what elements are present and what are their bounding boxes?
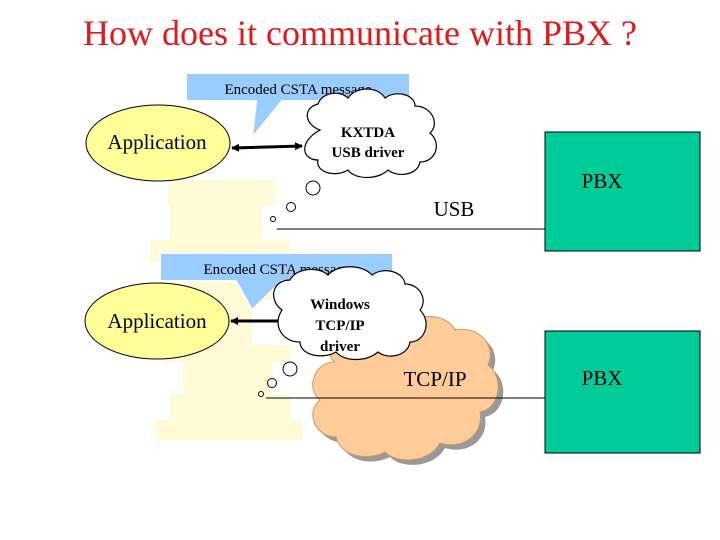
top-bidirectional-arrow <box>231 142 303 152</box>
bottom-thought-bubble-small <box>258 391 264 397</box>
top-pbx-label: PBX <box>582 169 623 193</box>
top-driver-cloud <box>304 88 437 179</box>
top-application-label: Application <box>107 130 207 154</box>
top-driver-line1: KXTDA <box>341 125 395 141</box>
top-pbx-box <box>544 131 701 252</box>
bottom-application-ellipse <box>84 282 230 360</box>
bottom-driver-line2: TCP/IP <box>315 318 364 334</box>
bottom-thought-bubble-large <box>282 361 298 377</box>
usb-link-label: USB <box>434 197 475 221</box>
bottom-pbx-label: PBX <box>582 366 623 390</box>
bottom-driver-cloud <box>273 266 427 361</box>
tcpip-link-label: TCP/IP <box>403 367 466 391</box>
top-driver-line2: USB driver <box>332 145 405 161</box>
bottom-pbx-box <box>544 330 701 454</box>
bottom-application-label: Application <box>107 309 207 333</box>
slide-title: How does it communicate with PBX ? <box>83 13 637 53</box>
bottom-driver-line1: Windows <box>310 297 370 313</box>
top-application-ellipse <box>85 104 231 182</box>
bottom-driver-line3: driver <box>320 339 360 355</box>
bottom-thought-bubble-medium <box>267 378 277 388</box>
top-thought-bubble-medium <box>286 202 296 212</box>
top-thought-bubble-small <box>270 216 276 222</box>
bottom-callout-bubble <box>159 252 394 312</box>
top-thought-bubble-large <box>305 180 321 196</box>
top-callout-bubble <box>185 72 411 142</box>
